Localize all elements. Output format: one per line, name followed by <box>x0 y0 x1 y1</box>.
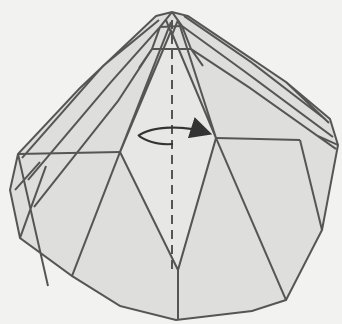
origami-diagram <box>0 0 342 324</box>
fold-diagram-svg <box>0 0 342 324</box>
